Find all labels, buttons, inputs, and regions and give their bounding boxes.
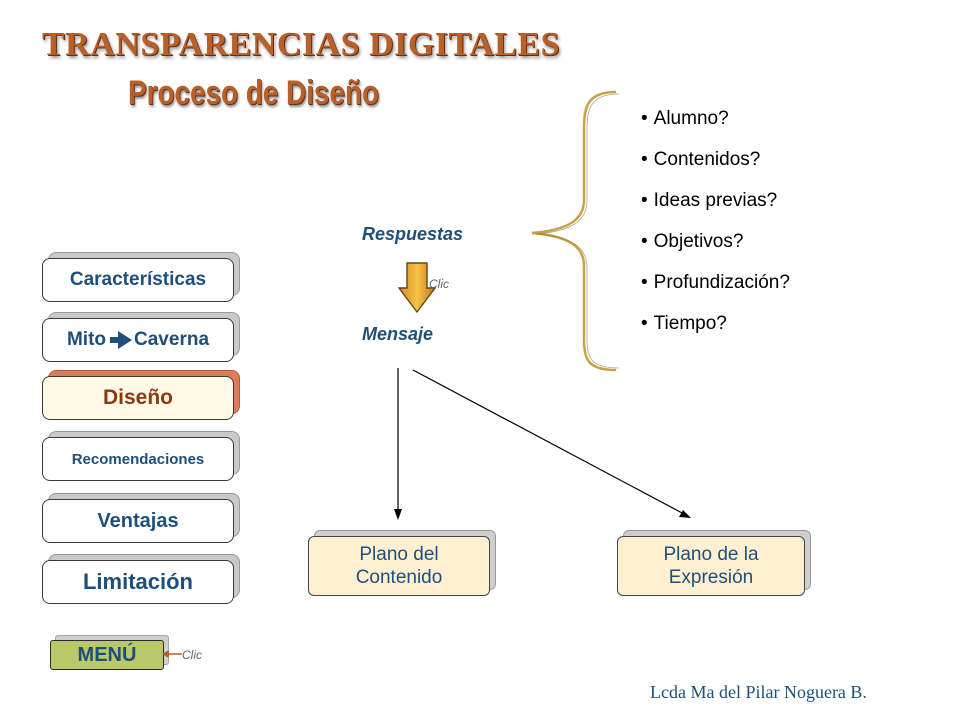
author-credit: Lcda Ma del Pilar Noguera B. [650,682,867,702]
mensaje-label: Mensaje [362,324,434,344]
nav-button-recomendaciones[interactable]: Recomendaciones [42,437,234,481]
list-item: Profundización? [641,272,790,313]
plane-label: Plano de la [663,544,759,565]
plano-contenido-box: Plano del Contenido [308,536,490,596]
nav-button-label: Mito [66,329,107,350]
list-item: Ideas previas? [641,190,790,231]
list-item: Tiempo? [641,313,790,354]
list-item: Objetivos? [641,231,790,272]
clic-hint: Clic [182,648,202,662]
page-subtitle: Proceso de Diseño [128,74,380,112]
arrow-left-icon [162,650,182,658]
plane-label: Contenido [355,567,443,588]
questions-list: Alumno? Contenidos? Ideas previas? Objet… [641,108,790,354]
main-menu-label: MENÚ [77,643,137,666]
nav-button-caracteristicas[interactable]: Características [42,258,234,302]
respuestas-label: Respuestas [362,224,464,244]
down-arrow-icon[interactable] [398,262,436,314]
list-item: Alumno? [641,108,790,149]
nav-button-label: Diseño [102,386,173,409]
arrow-right-icon [110,331,133,349]
nav-button-mito-caverna[interactable]: Mito Caverna [42,318,234,362]
nav-button-label: Limitación [82,569,193,594]
curly-brace-icon [531,90,620,372]
nav-button-label: Recomendaciones [71,450,205,468]
nav-button-label: Ventajas [97,509,179,532]
plane-label: Expresión [668,567,754,588]
nav-button-label: Características [69,269,207,290]
nav-button-ventajas[interactable]: Ventajas [42,499,234,543]
nav-button-diseno[interactable]: Diseño [42,376,234,420]
page-title: TRANSPARENCIAS DIGITALES [42,26,561,63]
list-item: Contenidos? [641,149,790,190]
main-menu-button[interactable]: MENÚ [50,640,164,670]
plano-expresion-box: Plano de la Expresión [617,536,805,596]
nav-button-limitacion[interactable]: Limitación [42,560,234,604]
plane-label: Plano del [359,544,439,565]
nav-button-label: Caverna [134,329,210,350]
clic-hint: Clic [429,277,449,291]
